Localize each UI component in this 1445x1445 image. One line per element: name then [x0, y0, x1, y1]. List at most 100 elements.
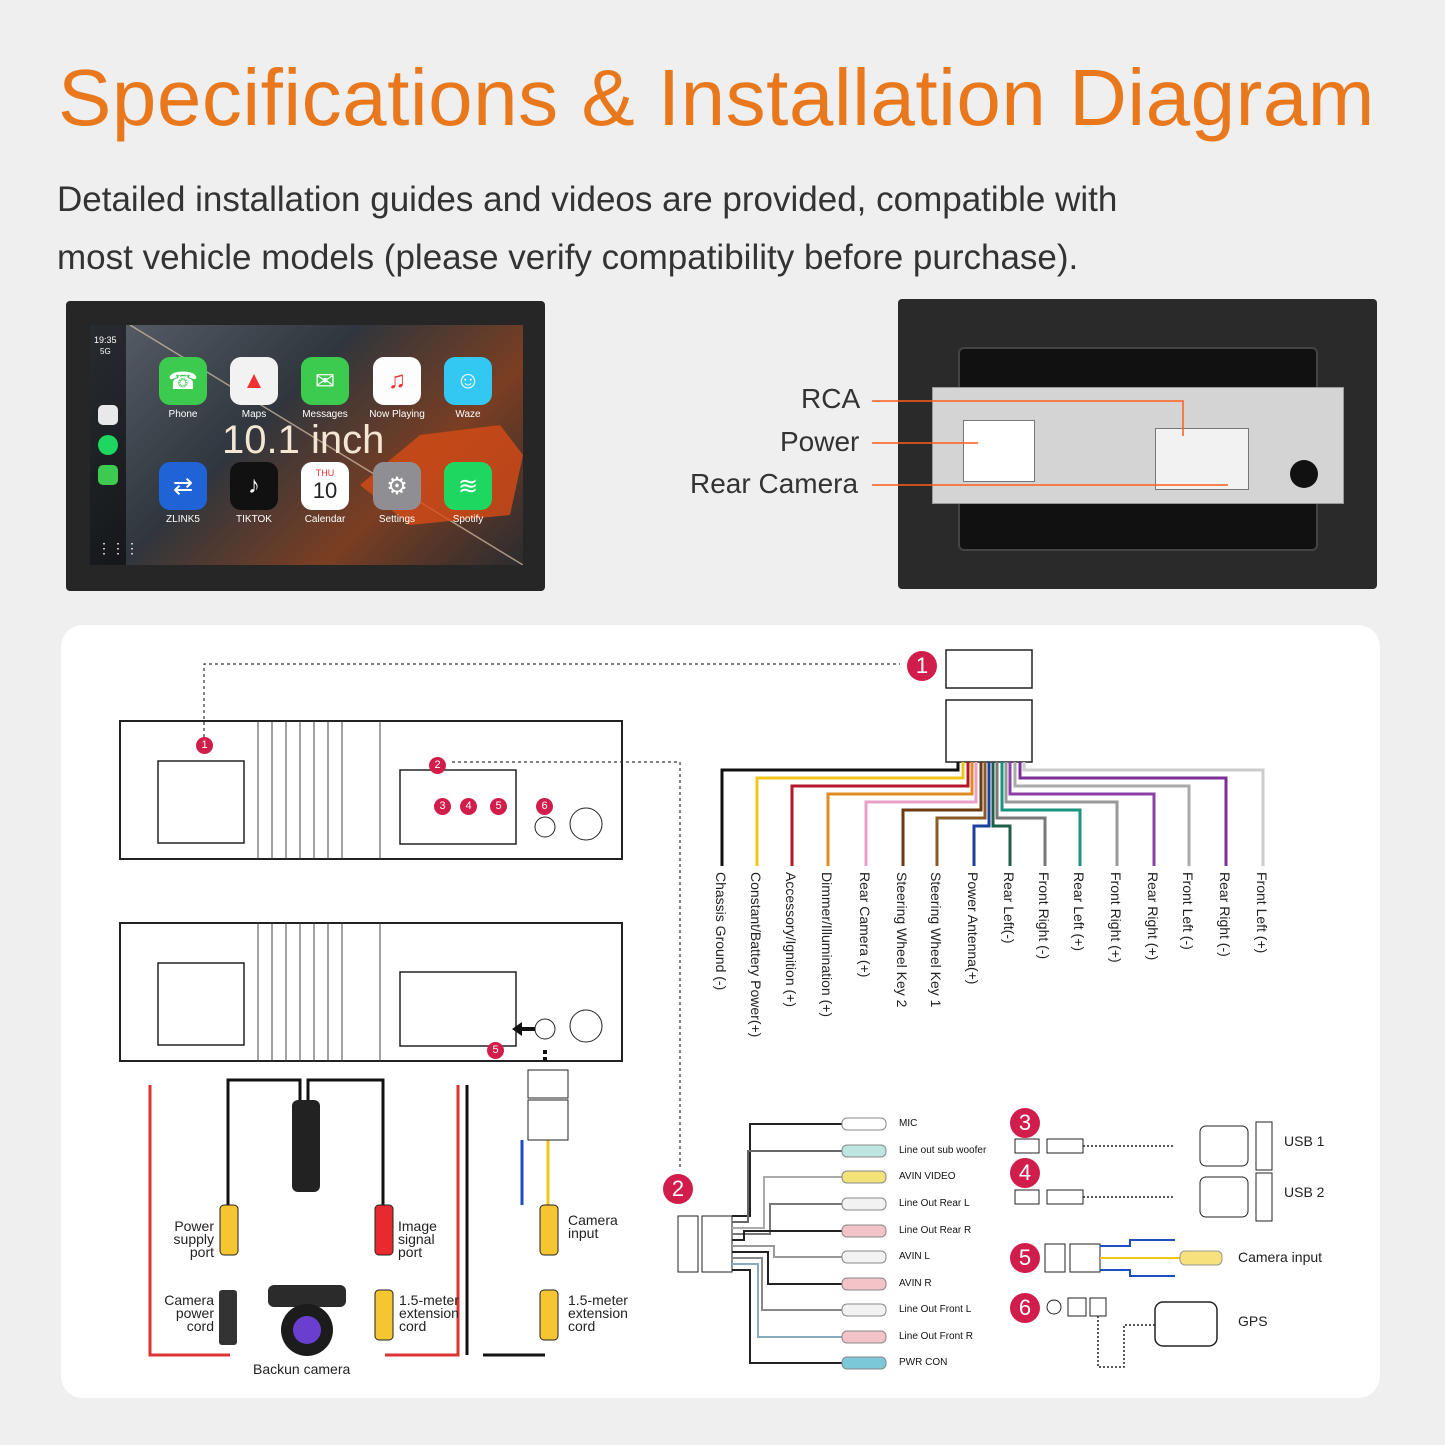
page-title: Specifications & Installation Diagram [58, 53, 1375, 142]
rca-wire [732, 1203, 842, 1235]
subtitle-line-1: Detailed installation guides and videos … [57, 180, 1118, 219]
harness-wire [1018, 762, 1228, 866]
harness-wire-label: Front Left (-) [1180, 872, 1196, 950]
app-label: Spotify [452, 514, 484, 525]
camera-input-label: Camera input [1238, 1249, 1323, 1265]
power-supply-port-label: Power supply port [173, 1218, 214, 1260]
settings-icon: ⚙ [373, 462, 421, 510]
spotify-icon: ≋ [444, 462, 492, 510]
harness-wire [1000, 762, 1082, 866]
harness-wire [1022, 762, 1265, 866]
extension-cord-label-2: 1.5-meter extension cord [568, 1292, 628, 1334]
rca-plug [841, 1277, 887, 1291]
rca-plug [841, 1224, 887, 1238]
rca-plug [841, 1303, 887, 1317]
app-spotify[interactable]: ≋ Spotify [438, 462, 498, 525]
harness-wire [935, 762, 987, 866]
carplay-sidebar: 19:35 5G ⋮⋮⋮ [90, 325, 139, 565]
harness-wire [991, 762, 1012, 866]
gps-label: GPS [1238, 1313, 1268, 1329]
harness-wire [1013, 762, 1191, 866]
rca-wire [732, 1263, 842, 1338]
badge-5-lower: 5 [487, 1042, 504, 1059]
badge-2: 2 [663, 1174, 693, 1204]
backup-camera-label: Backun camera [253, 1361, 351, 1377]
harness-wire [826, 762, 974, 866]
sidebar-maps-icon[interactable] [98, 405, 118, 425]
rca-output-label: Line Out Front R [899, 1331, 973, 1342]
app-waze[interactable]: ☺Waze [438, 357, 498, 420]
app-label: ZLINK5 [166, 514, 200, 525]
badge-2-small: 2 [429, 757, 446, 774]
app-label: Maps [241, 409, 267, 420]
rca-plug [841, 1330, 887, 1344]
app-label: Calendar [304, 514, 346, 525]
badge-3-small: 3 [434, 798, 451, 815]
harness-wire-label: Rear Right (-) [1217, 872, 1233, 957]
app-label: Phone [168, 409, 198, 420]
harness-wire-label: Steering Wheel Key 1 [928, 872, 944, 1008]
app-settings[interactable]: ⚙Settings [367, 462, 427, 525]
badge-6-small: 6 [536, 798, 553, 815]
messages-icon: ✉ [301, 357, 349, 405]
badge-3: 3 [1010, 1108, 1040, 1138]
sidebar-phone-icon[interactable] [98, 465, 118, 485]
camera-input-kit-label: Camera input [568, 1212, 618, 1241]
harness-wire-label: Constant/Battery Power(+) [748, 872, 764, 1038]
maps-icon: ▲ [230, 357, 278, 405]
rca-output-label: AVIN L [899, 1251, 930, 1262]
harness-wire [972, 762, 991, 866]
app-maps[interactable]: ▲ Maps [224, 357, 284, 420]
rca-wire [732, 1245, 842, 1258]
harness-wire [790, 762, 970, 866]
antenna-port [1290, 460, 1318, 488]
rca-plug [841, 1356, 887, 1370]
rca-output-label: MIC [899, 1118, 918, 1129]
waze-icon: ☺ [444, 357, 492, 405]
app-label: Messages [302, 409, 348, 420]
rca-output-label: AVIN VIDEO [899, 1171, 956, 1182]
rca-output-label: PWR CON [899, 1357, 948, 1368]
badge-5-small: 5 [490, 798, 507, 815]
harness-wire [864, 762, 978, 866]
rca-output-label: Line out sub woofer [899, 1145, 987, 1156]
extension-cord-label-1: 1.5-meter extension cord [399, 1292, 459, 1334]
app-phone[interactable]: ☎Phone [153, 357, 213, 420]
app-messages[interactable]: ✉ Messages [295, 357, 355, 420]
rca-output-label: Line Out Rear L [899, 1198, 970, 1209]
harness-wire-label: Accessory/Ignition (+) [783, 872, 799, 1007]
app-now-playing[interactable]: ♫Now Playing [367, 357, 427, 420]
screen-size-label: 10.1 inch [222, 418, 385, 462]
subtitle-line-2: most vehicle models (please verify compa… [57, 238, 1079, 277]
app-zlink5[interactable]: ⇄ZLINK5 [153, 462, 213, 525]
harness-wire [995, 762, 1047, 866]
rca-plug [841, 1170, 887, 1184]
harness-wire-label: Power Antenna(+) [965, 872, 981, 985]
label-rear-camera: Rear Camera [690, 468, 859, 499]
harness-wire-label: Chassis Ground (-) [713, 872, 729, 991]
sidebar-spotify-icon[interactable] [98, 435, 118, 455]
rca-wire [732, 1230, 842, 1241]
harness-wire [755, 762, 965, 866]
rca-wire [732, 1150, 842, 1223]
app-tiktok[interactable]: ♪ TIKTOK [224, 462, 284, 525]
rca-wire [732, 1176, 842, 1229]
rca-wire [732, 1123, 842, 1217]
backup-camera-icon [268, 1285, 346, 1356]
badge-5: 5 [1010, 1243, 1040, 1273]
camera-power-cord-label: Camera power cord [164, 1292, 214, 1334]
app-grid-icon[interactable]: ⋮⋮⋮ [97, 540, 139, 556]
rca-plug [841, 1250, 887, 1264]
rca-wire [732, 1269, 842, 1364]
badge-1: 1 [907, 651, 937, 681]
harness-wire-label: Front Right (+) [1108, 872, 1124, 963]
label-rca: RCA [801, 383, 861, 414]
rca-output-label: Line Out Front L [899, 1304, 972, 1315]
harness-wire [720, 762, 960, 866]
app-label: TIKTOK [236, 514, 272, 525]
usb-2-label: USB 2 [1284, 1184, 1325, 1200]
tiktok-icon: ♪ [230, 462, 278, 510]
